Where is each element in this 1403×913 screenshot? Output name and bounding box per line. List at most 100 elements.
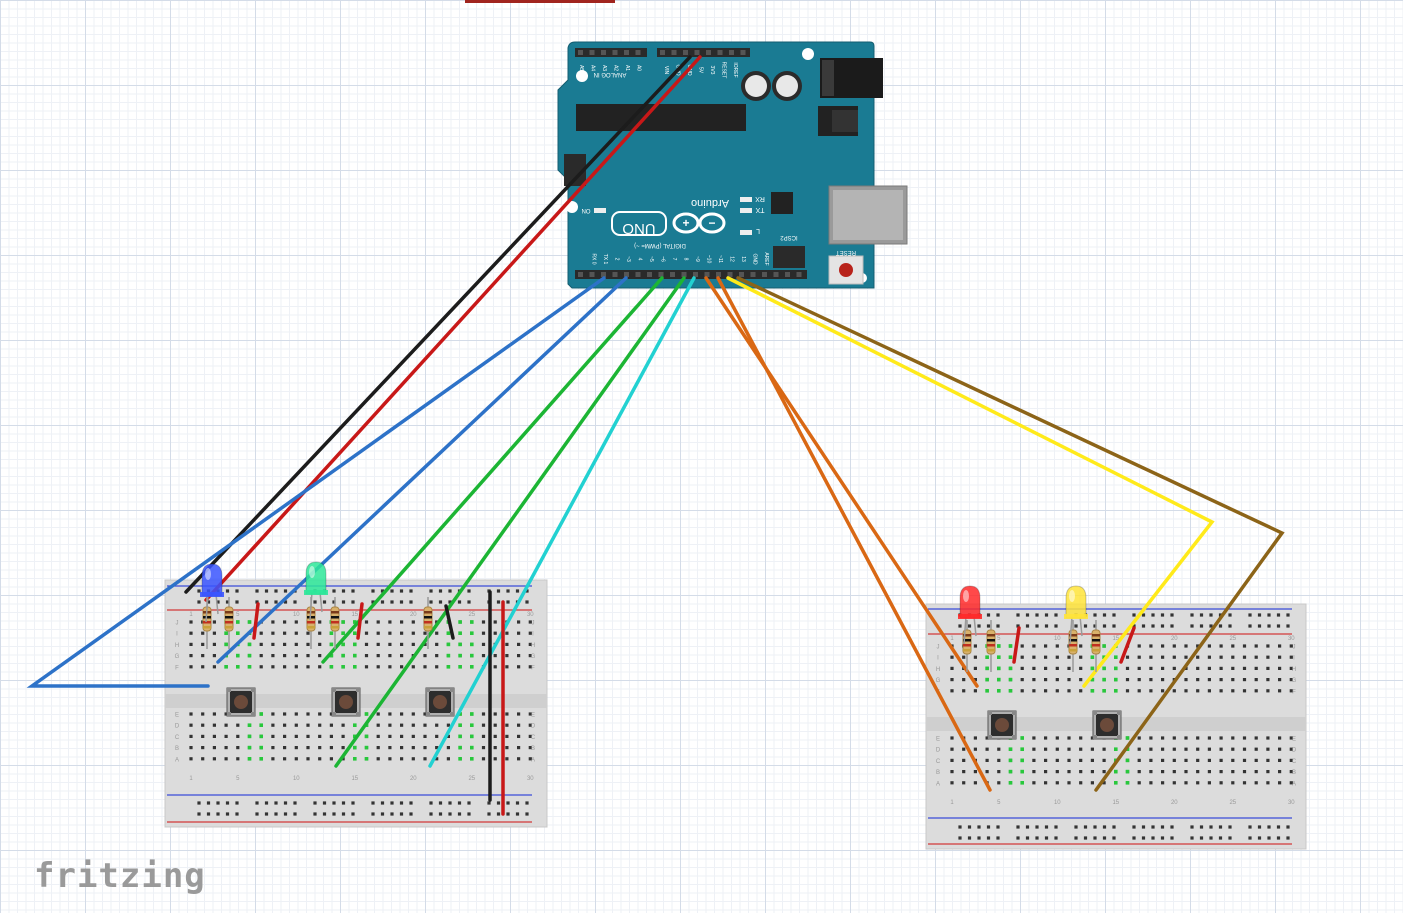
row-letter: E <box>531 713 535 719</box>
column-number: 1 <box>950 636 954 642</box>
column-number: 5 <box>236 612 240 618</box>
column-number: 1 <box>189 776 193 782</box>
jumper-red-short-2[interactable] <box>356 602 364 640</box>
wire-red-5v[interactable] <box>204 55 702 602</box>
row-letter: F <box>531 665 535 671</box>
row-letter: G <box>531 654 536 660</box>
row-letter: H <box>531 643 535 649</box>
jumper-red-short-4[interactable] <box>1119 626 1136 664</box>
wire-cyan[interactable] <box>428 276 696 768</box>
icsp2-label: ICSP2 <box>780 234 798 240</box>
tx-label: TX <box>755 206 764 213</box>
wire-green-2[interactable] <box>334 276 686 768</box>
red-led[interactable] <box>958 585 982 645</box>
wire-blue-2[interactable] <box>216 276 628 664</box>
wire-brown[interactable] <box>736 276 1285 792</box>
jumper-black-short[interactable] <box>444 604 455 640</box>
digital-pin-label: ~9 <box>694 256 700 262</box>
power-header <box>657 48 750 57</box>
on-label: ON <box>582 207 591 213</box>
digital-pin-label: ~10 <box>706 255 712 264</box>
column-number: 30 <box>527 612 534 618</box>
wire-orange-1[interactable] <box>704 276 979 688</box>
column-number: 25 <box>468 612 475 618</box>
digital-pin-label: TX 1 <box>602 254 608 265</box>
pushbutton[interactable] <box>987 710 1017 740</box>
digital-pin-label: ~11 <box>717 255 723 263</box>
row-letter: B <box>531 746 535 752</box>
analog-pin-label: A5 <box>578 65 584 71</box>
fritzing-logo: fritzing <box>34 856 206 896</box>
digital-pin-label: ~3 <box>625 256 631 262</box>
column-number: 20 <box>1171 800 1178 806</box>
reset-button[interactable] <box>828 255 864 285</box>
pushbutton[interactable] <box>331 687 361 717</box>
row-letter: H <box>936 667 940 673</box>
column-number: 20 <box>410 776 417 782</box>
green-led[interactable] <box>304 561 328 621</box>
column-number: 1 <box>950 800 954 806</box>
digital-pin-label: AREF <box>763 252 769 265</box>
row-letter: D <box>936 748 941 754</box>
pushbuttons <box>226 687 1122 740</box>
resistor[interactable] <box>224 597 234 649</box>
pushbutton[interactable] <box>425 687 455 717</box>
column-number: 20 <box>410 612 417 618</box>
resistor[interactable] <box>986 620 996 672</box>
analog-pin-label: A2 <box>613 65 619 71</box>
row-letter: H <box>175 643 179 649</box>
wire-yellow[interactable] <box>726 276 1215 688</box>
digital-pin-label: RX 0 <box>591 253 597 264</box>
jumper-red-short-1[interactable] <box>252 602 260 640</box>
row-letter: D <box>175 724 180 730</box>
digital-pin-label: 4 <box>637 258 643 261</box>
row-letter: D <box>531 724 536 730</box>
column-number: 20 <box>1171 636 1178 642</box>
blue-led[interactable] <box>200 563 224 623</box>
row-letter: J <box>176 621 179 627</box>
row-letter: I <box>1293 656 1295 662</box>
power-pin-label: IOREF <box>732 62 738 77</box>
digital-pin-label: 7 <box>671 258 677 261</box>
wire-green-1[interactable] <box>321 276 664 664</box>
column-number: 30 <box>527 776 534 782</box>
resistors <box>202 597 1101 672</box>
pushbutton[interactable] <box>1092 710 1122 740</box>
row-letter: B <box>175 746 179 752</box>
resistor[interactable] <box>1091 620 1101 672</box>
column-number: 10 <box>1054 800 1061 806</box>
wire-black-gnd[interactable] <box>184 55 692 594</box>
power-pin-label: VIN <box>663 66 669 75</box>
analog-pin-label: A1 <box>624 65 630 71</box>
analog-in-label: ANALOG IN <box>594 71 627 77</box>
row-letter: A <box>531 757 535 763</box>
column-number: 15 <box>1112 636 1119 642</box>
reset-label: RESET <box>836 249 856 255</box>
column-number: 10 <box>293 612 300 618</box>
resistor[interactable] <box>330 597 340 649</box>
wire-orange-2[interactable] <box>716 276 992 792</box>
jumper-red-short-3[interactable] <box>1012 626 1021 664</box>
row-letter: C <box>531 735 536 741</box>
yellow-led[interactable] <box>1064 585 1088 645</box>
row-letter: I <box>532 632 534 638</box>
column-number: 25 <box>1229 800 1236 806</box>
column-number: 10 <box>293 776 300 782</box>
row-letter: G <box>936 678 941 684</box>
pushbutton[interactable] <box>226 687 256 717</box>
wire-blue-1[interactable] <box>26 276 606 688</box>
digital-header <box>575 270 807 279</box>
rx-label: RX <box>755 195 765 202</box>
analog-pin-label: A3 <box>601 65 607 71</box>
row-letter: J <box>532 621 535 627</box>
resistor[interactable] <box>423 597 433 649</box>
column-number: 25 <box>1229 636 1236 642</box>
svg-text:+: + <box>682 216 689 230</box>
digital-pin-label: ~6 <box>660 256 666 262</box>
power-pin-label: RESET <box>721 62 727 79</box>
digital-pin-label: ~5 <box>648 256 654 262</box>
short-jumpers <box>252 602 1136 664</box>
row-letter: C <box>1292 759 1297 765</box>
